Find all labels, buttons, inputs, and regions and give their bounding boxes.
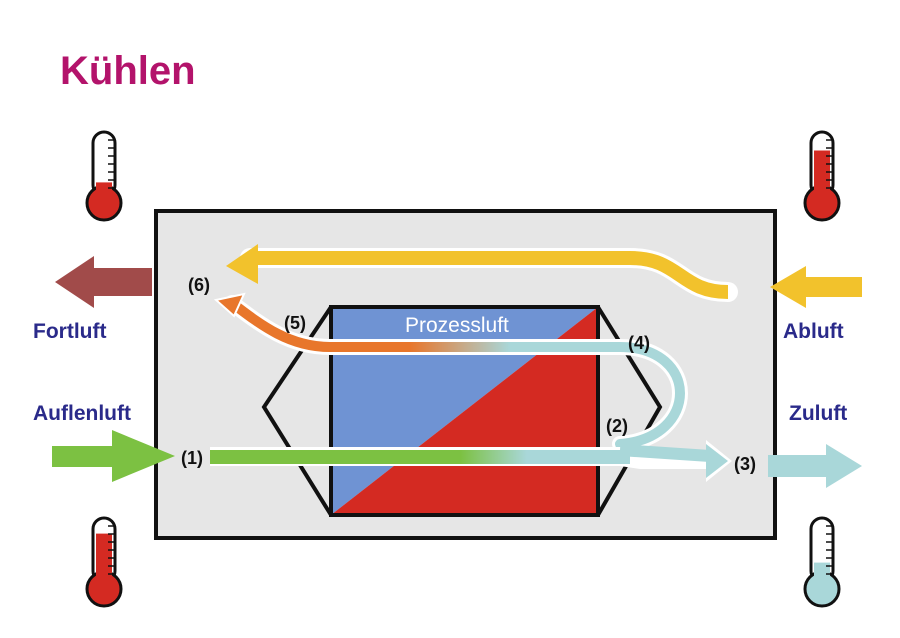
point-3: (3) [734, 454, 756, 474]
exchanger-outline [329, 305, 600, 517]
point-5: (5) [284, 313, 306, 333]
point-1: (1) [181, 448, 203, 468]
label-zuluft: Zuluft [789, 402, 847, 425]
label-fortluft: Fortluft [33, 320, 106, 343]
fortluft-arrow [55, 256, 152, 308]
label-aussenluft: Auflenluft [33, 402, 131, 425]
point-2: (2) [606, 416, 628, 436]
supply-air-path [210, 450, 630, 464]
exhaust-bypass-flow [226, 244, 738, 302]
process-air-path [227, 298, 685, 449]
thermometer-fortluft-icon [85, 130, 123, 222]
process-air-flow [213, 292, 688, 452]
aussenluft-arrow [52, 430, 175, 482]
supply-air-flow [210, 440, 732, 482]
point-6: (6) [188, 275, 210, 295]
supply-air-arrowhead [706, 444, 728, 478]
diagram-title: Kühlen [60, 49, 196, 93]
thermometer-zuluft-icon [803, 516, 841, 608]
label-abluft: Abluft [783, 320, 844, 343]
zuluft-arrow [768, 444, 862, 488]
thermometer-aussenluft-icon [85, 516, 123, 608]
exhaust-bypass-path [250, 251, 729, 299]
abluft-arrow [770, 266, 862, 308]
point-4: (4) [628, 333, 650, 353]
label-prozessluft: Prozessluft [405, 314, 509, 337]
thermometer-abluft-icon [803, 130, 841, 222]
thermometers [85, 130, 841, 608]
exhaust-bypass-arrowhead [226, 244, 258, 284]
process-air-arrowhead [213, 292, 246, 318]
